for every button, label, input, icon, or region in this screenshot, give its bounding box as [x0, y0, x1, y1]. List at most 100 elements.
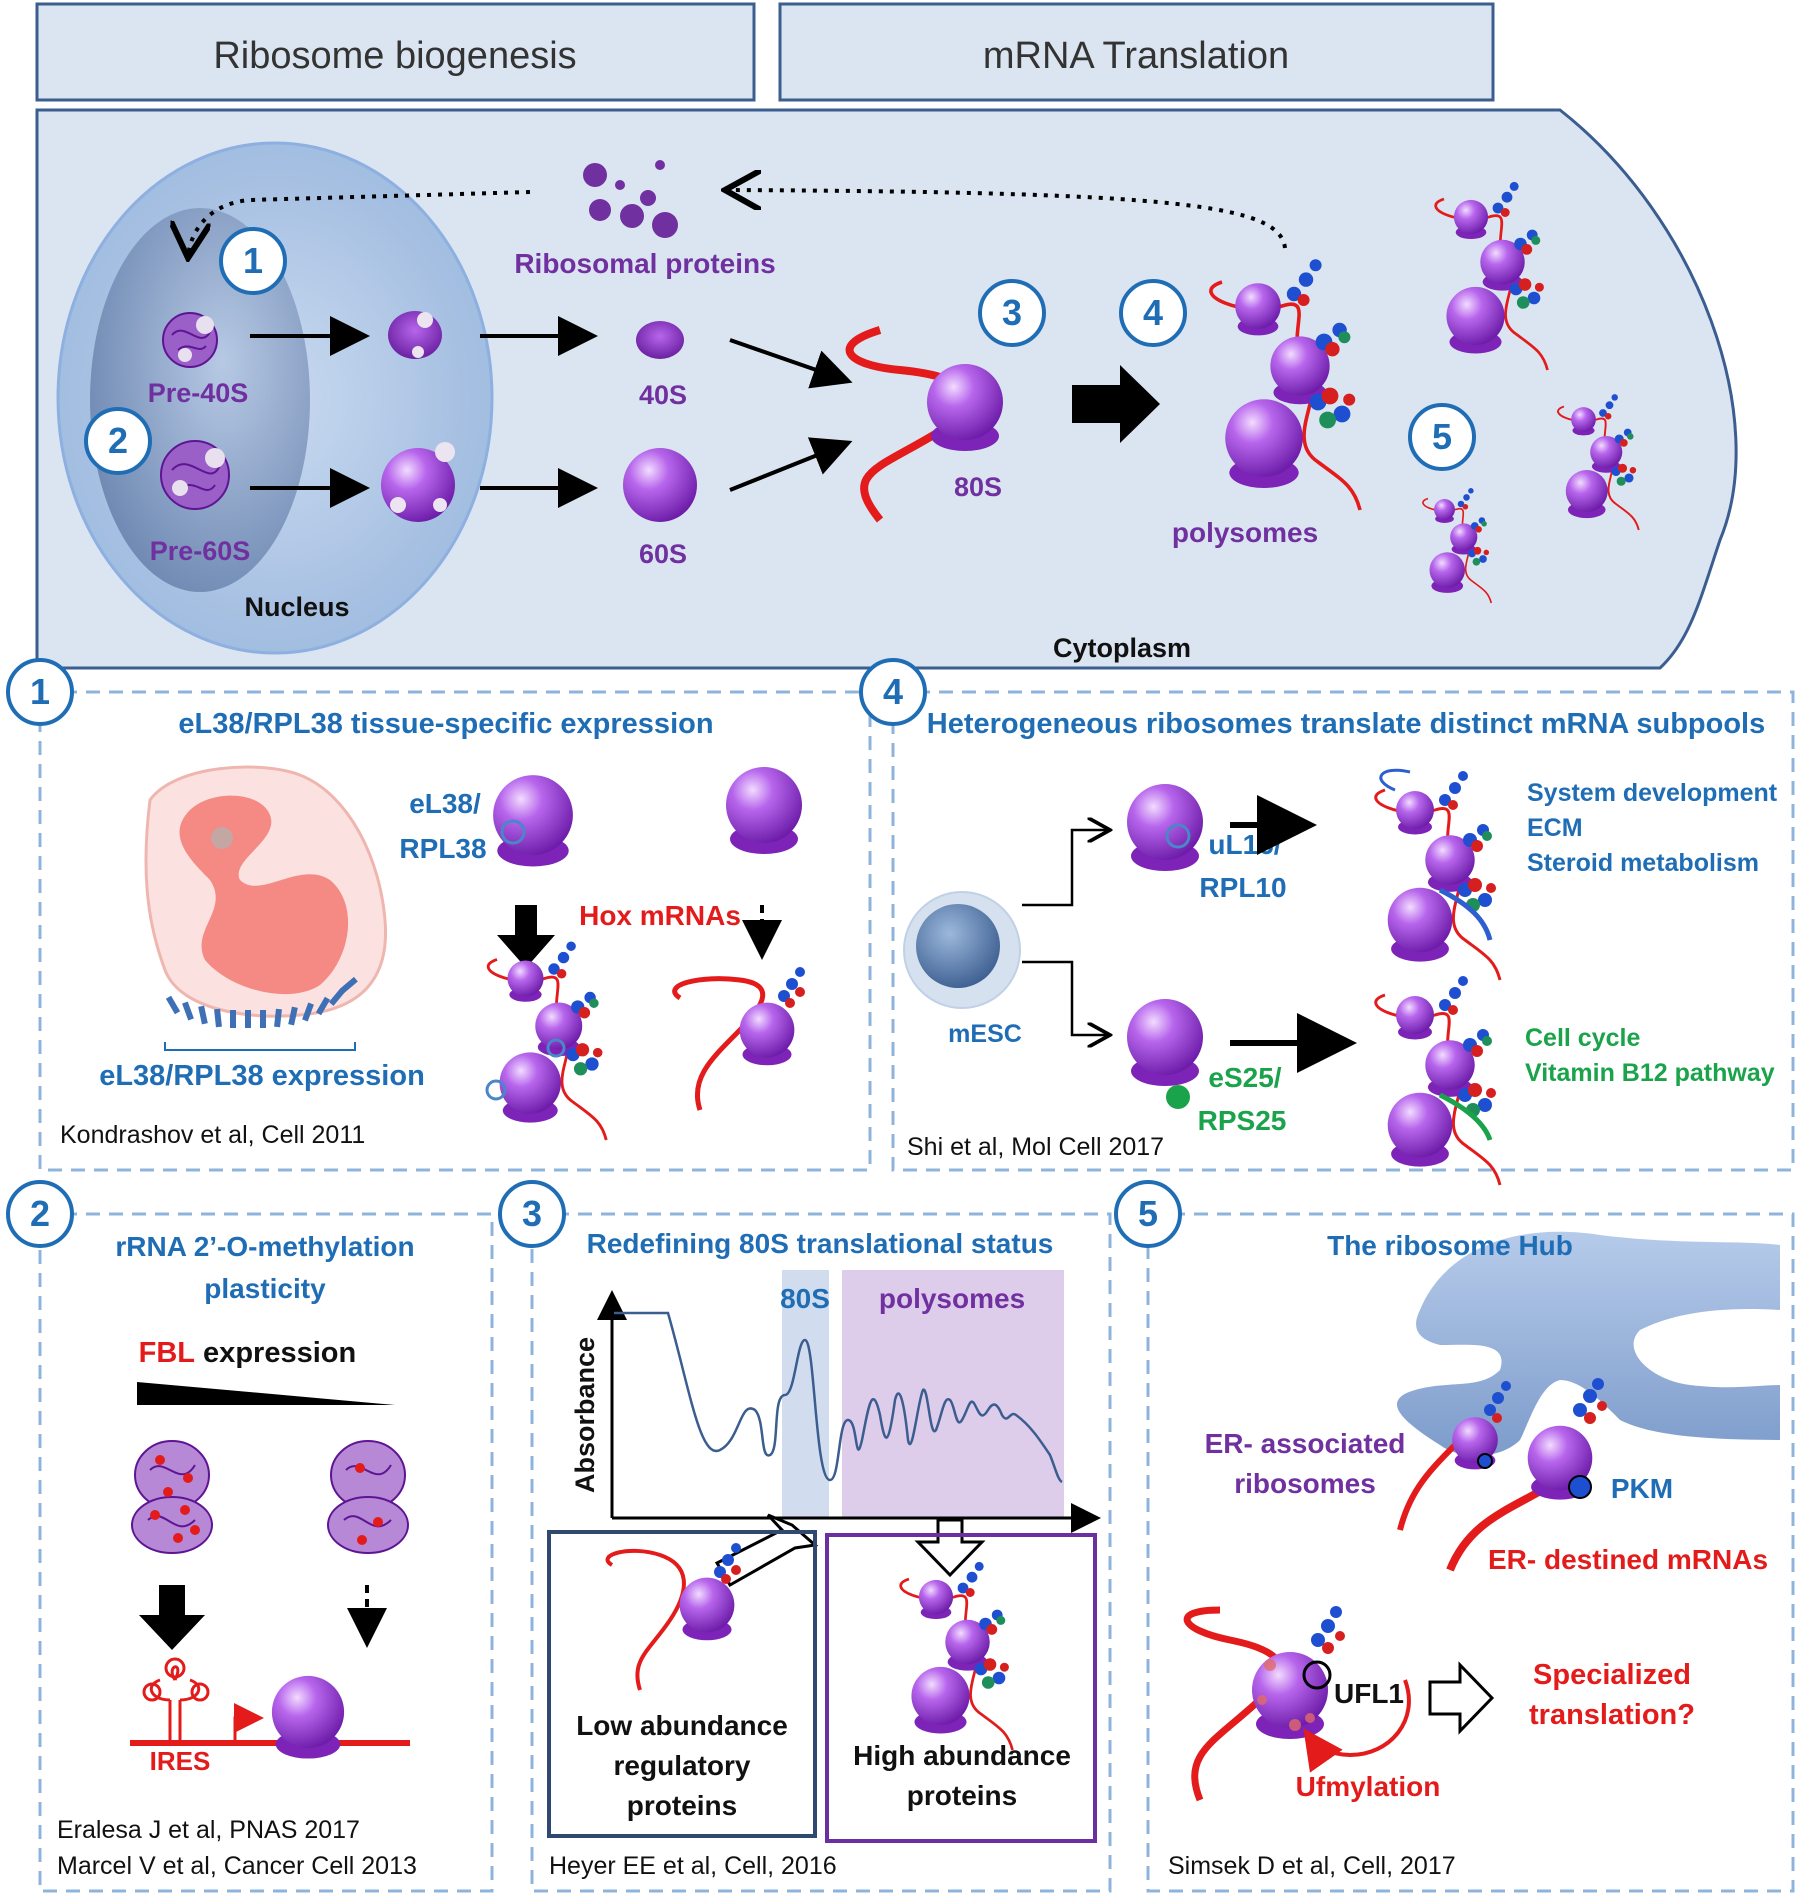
- mesc-nucleus: [916, 904, 1000, 988]
- top-term-1: System development: [1527, 779, 1778, 807]
- panel-3-number: 3: [498, 1180, 566, 1248]
- er-associated-line-2: ribosomes: [1234, 1468, 1376, 1499]
- svg-text:4: 4: [1143, 292, 1163, 333]
- el38-site-marker: [500, 819, 526, 845]
- band-80s: [782, 1270, 829, 1518]
- bottom-term-2: Vitamin B12 pathway: [1525, 1059, 1775, 1087]
- maturation-arrows: [250, 316, 853, 508]
- pre-60s-label: Pre-60S: [150, 536, 251, 566]
- svg-text:5: 5: [1432, 416, 1452, 457]
- step-3: 3: [978, 279, 1046, 347]
- band-polysomes: [842, 1270, 1064, 1518]
- strong-arrow-2: [139, 1585, 205, 1650]
- panel-5-number: 5: [1114, 1180, 1182, 1248]
- polysomes-label: polysomes: [1172, 517, 1318, 548]
- panel-2-reference-2: Marcel V et al, Cancer Cell 2013: [57, 1852, 417, 1880]
- panel-2-title-1: rRNA 2’-O-methylation: [115, 1231, 414, 1262]
- high-abundance-line-1: High abundance: [853, 1740, 1071, 1771]
- header-box-translation: [778, 2, 1495, 102]
- panel-1-reference: Kondrashov et al, Cell 2011: [60, 1121, 365, 1149]
- top-term-2: ECM: [1527, 814, 1583, 842]
- high-abundance-line-2: proteins: [907, 1780, 1017, 1811]
- monosome-hox-low: [672, 967, 805, 1111]
- embryo-illustration: [144, 765, 388, 1028]
- panel-1-number: 1: [6, 658, 74, 726]
- svg-text:1: 1: [243, 240, 263, 281]
- blue-mrna-tail: [1438, 887, 1493, 941]
- panel-4-bottom-label-2: RPS25: [1198, 1105, 1287, 1136]
- panel-4-number: 4: [859, 658, 927, 726]
- panel-1-expression-label: eL38/RPL38 expression: [99, 1060, 425, 1092]
- panel-3-title: Redefining 80S translational status: [587, 1228, 1054, 1259]
- header-box-biogenesis: [35, 2, 756, 102]
- panel-4-bottom-label-1: eS25/: [1208, 1062, 1281, 1093]
- low-abundance-line-1: Low abundance: [576, 1710, 788, 1741]
- polysome-high: [901, 1562, 1013, 1750]
- translation-arrow: [1072, 365, 1160, 443]
- panel-4-title: Heterogeneous ribosomes translate distin…: [927, 708, 1765, 740]
- ufmylated-ribosome: [1183, 1606, 1411, 1802]
- pre-60s-particle: [160, 440, 230, 510]
- svg-text:5: 5: [1138, 1193, 1158, 1234]
- ribosome-rpl10: [1127, 784, 1203, 871]
- fbl-gradient-wedge: [137, 1382, 395, 1405]
- bottom-term-1: Cell cycle: [1525, 1024, 1640, 1052]
- panel-2-number: 2: [6, 1180, 74, 1248]
- fbl-label: FBL: [139, 1337, 195, 1369]
- svg-text:1: 1: [30, 671, 50, 712]
- step-4: 4: [1119, 279, 1187, 347]
- blue-mrna-top: [1379, 768, 1411, 792]
- intermediate-60s: [381, 442, 455, 522]
- panel-1-ribo-label-1: eL38/: [409, 788, 481, 819]
- label-40s: 40S: [639, 380, 687, 410]
- ribosomal-proteins-label: Ribosomal proteins: [514, 248, 775, 279]
- er-associated-line-1: ER- associated: [1205, 1428, 1406, 1459]
- polysome-hox-high: [488, 941, 606, 1140]
- low-abundance-box: [547, 1530, 817, 1838]
- ribosome-rps25: [1127, 999, 1203, 1086]
- intermediate-40s: [388, 311, 442, 359]
- header-biogenesis: Ribosome biogenesis: [213, 35, 576, 77]
- profile-polysomes-label: polysomes: [879, 1283, 1025, 1314]
- ires-label: IRES: [150, 1746, 211, 1776]
- label-60s: 60S: [639, 539, 687, 569]
- er-ribosomes: [1397, 1378, 1607, 1572]
- cytoplasm-label: Cytoplasm: [1053, 633, 1191, 663]
- header-translation: mRNA Translation: [983, 35, 1289, 77]
- fbl-expression-label: expression: [195, 1337, 356, 1369]
- green-mrna-tail: [1438, 1092, 1493, 1141]
- svg-text:4: 4: [883, 671, 903, 712]
- ribosome-el38: [493, 775, 573, 867]
- pre-40s-particle: [162, 312, 218, 368]
- ufl1-label: UFL1: [1334, 1678, 1404, 1709]
- mesc-label: mESC: [948, 1020, 1022, 1048]
- nucleus-label: Nucleus: [244, 592, 349, 622]
- ribosome-80s: [927, 364, 1003, 451]
- ribosome-no-el38: [726, 767, 802, 854]
- nucleolus: [90, 208, 310, 592]
- svg-text:3: 3: [522, 1193, 542, 1234]
- profile-80s-label: 80S: [780, 1283, 830, 1314]
- pkm-label: PKM: [1611, 1473, 1673, 1504]
- specialized-line-1: Specialized: [1533, 1659, 1691, 1691]
- arrow-polysomes-down: [914, 1518, 986, 1578]
- el38-site-marker-3: [485, 1079, 507, 1101]
- rpl10-site-marker: [1165, 823, 1191, 849]
- el38-site-marker-2: [546, 1038, 566, 1058]
- high-abundance-box: [825, 1533, 1097, 1843]
- strong-arrow: [497, 905, 555, 968]
- top-term-3: Steroid metabolism: [1527, 849, 1759, 877]
- step-2: 2: [84, 407, 152, 475]
- panel-2-title-2: plasticity: [204, 1273, 326, 1304]
- panel-5-title: The ribosome Hub: [1327, 1230, 1573, 1261]
- methylated-ribosome-high: [131, 1440, 213, 1554]
- svg-text:2: 2: [108, 420, 128, 461]
- expression-bracket: [164, 1042, 356, 1051]
- er-destined-label: ER- destined mRNAs: [1488, 1544, 1768, 1575]
- methylated-ribosome-low: [327, 1440, 409, 1554]
- subunit-60s: [623, 448, 697, 522]
- svg-text:3: 3: [1002, 292, 1022, 333]
- panel-1-ribo-label-2: RPL38: [399, 833, 486, 864]
- low-abundance-line-3: proteins: [627, 1790, 737, 1821]
- panel-4-top-label-2: RPL10: [1199, 872, 1286, 903]
